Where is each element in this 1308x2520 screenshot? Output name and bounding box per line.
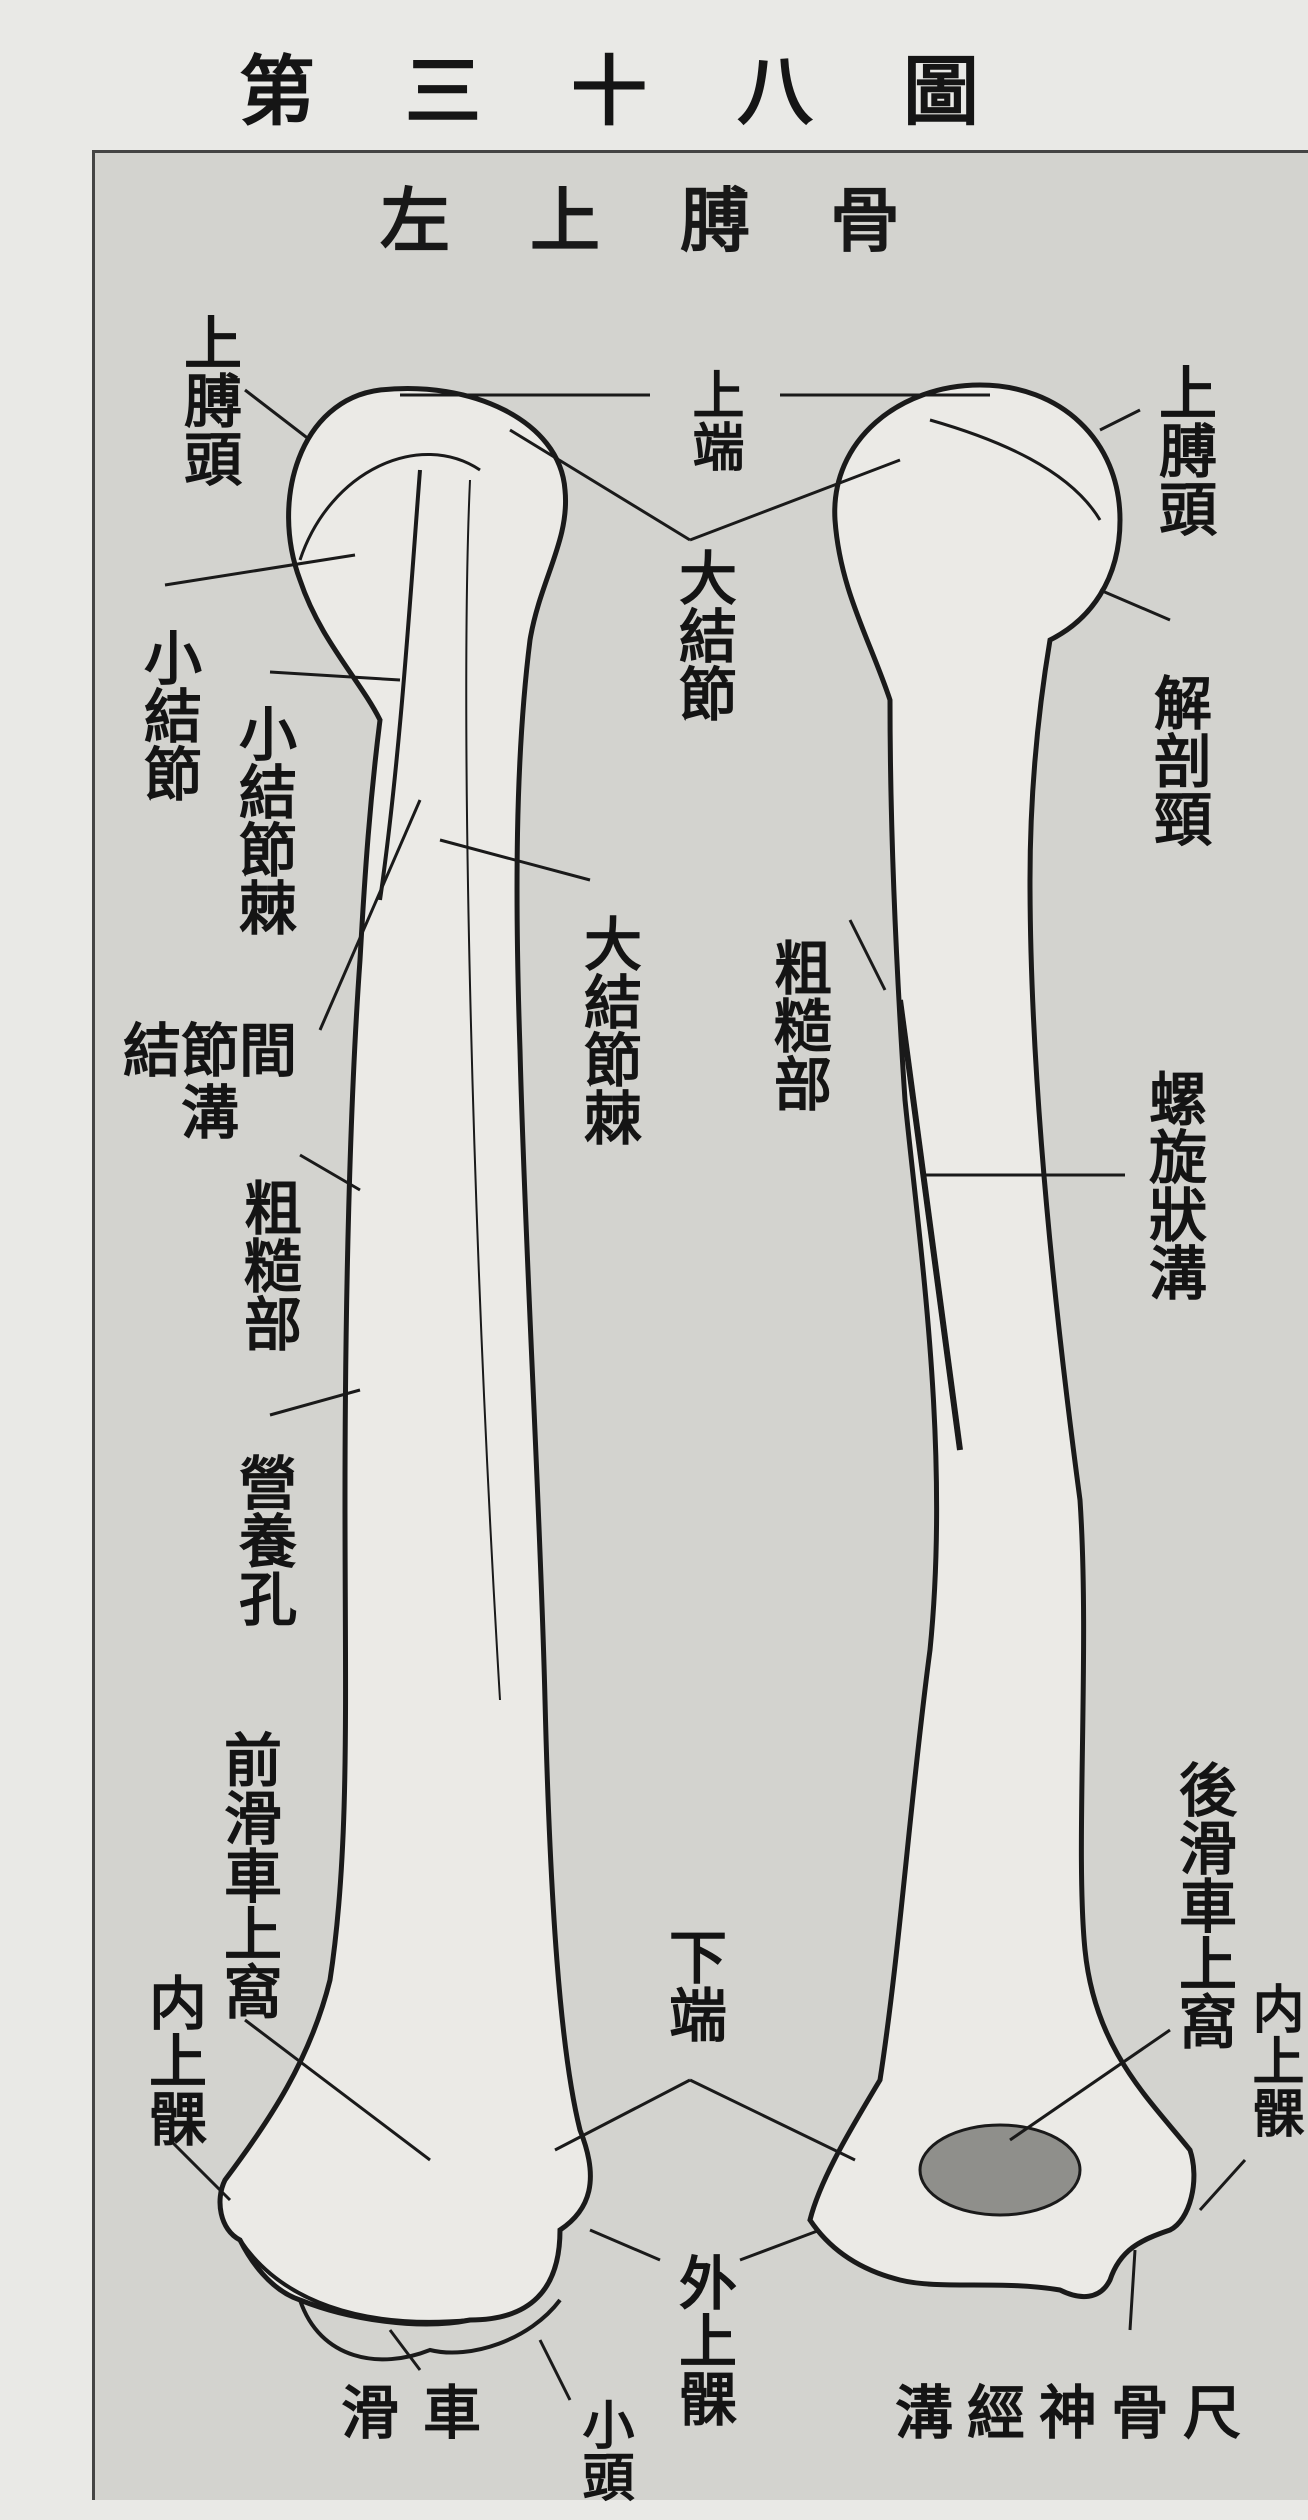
leader-head-right <box>1100 410 1140 430</box>
label-greater-tubercle: 大結節 <box>670 530 736 740</box>
leader-tuberosity-right <box>850 920 885 990</box>
label-intertubercular-groove: 結節間溝 <box>110 1020 310 1144</box>
label-posterior-fossa: 後滑車上窩 <box>1170 1750 1236 2060</box>
leader-lateral-epicondyle-right <box>740 2230 820 2260</box>
leader-ulnar-groove <box>1130 2250 1135 2330</box>
leader-medial-epicondyle-right <box>1200 2160 1245 2210</box>
label-anterior-fossa: 前滑車上窩 <box>215 1710 281 2040</box>
posterior-humerus-outline <box>810 385 1194 2297</box>
label-spiral-groove: 螺旋狀溝 <box>1140 1040 1206 1330</box>
label-trochlea: 滑車 <box>355 2380 505 2446</box>
label-head-right: 上膊頭 <box>1150 350 1216 550</box>
label-anatomical-neck: 解剖頸 <box>1145 620 1211 900</box>
label-medial-epicondyle-right: 内上髁 <box>1240 1960 1306 2160</box>
label-capitulum: 小頭 <box>570 2380 636 2520</box>
leader-trochlea <box>390 2330 420 2370</box>
leader-capitulum <box>540 2340 570 2400</box>
posterior-humerus <box>810 385 1194 2297</box>
label-head-left: 上膊頭 <box>175 300 241 500</box>
label-nutrient-foramen: 營養孔 <box>230 1430 296 1650</box>
label-tuberosity-right: 粗糙部 <box>765 920 831 1130</box>
label-lower-end: 下端 <box>660 1900 726 2070</box>
label-tuberosity-left: 粗糙部 <box>235 1160 301 1370</box>
leader-lateral-epicondyle-left <box>590 2230 660 2260</box>
leader-lower-end-right <box>690 2080 855 2160</box>
leader-head-left <box>245 390 310 440</box>
label-upper-end: 上端 <box>680 350 746 490</box>
label-lateral-epicondyle: 外上髁 <box>670 2240 736 2440</box>
label-greater-tubercle-crest: 大結節棘 <box>575 890 641 1170</box>
label-lesser-tubercle-crest: 小結節棘 <box>230 680 296 960</box>
label-medial-epicondyle-left: 内上髁 <box>140 1960 206 2160</box>
label-lesser-tubercle: 小結節 <box>135 610 201 820</box>
label-ulnar-nerve-groove: 尺骨神經溝 <box>875 2380 1275 2446</box>
posterior-olecranon-fossa <box>920 2125 1080 2215</box>
leader-anatomical-neck <box>1100 590 1170 620</box>
